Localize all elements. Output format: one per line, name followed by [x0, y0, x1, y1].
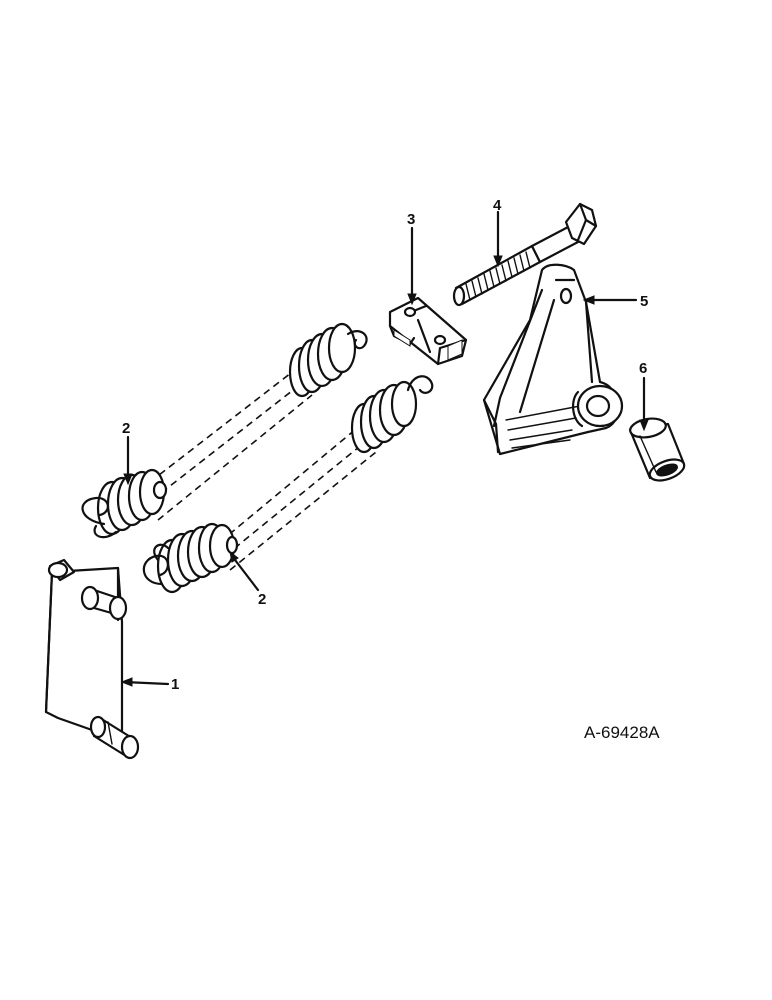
callout-1: 1	[171, 676, 179, 693]
reference-number: A-69428A	[584, 723, 660, 742]
part-2-spring-upper	[81, 322, 368, 539]
callout-6: 6	[639, 360, 647, 377]
callout-2-upper: 2	[122, 420, 130, 437]
callout-5: 5	[640, 293, 648, 310]
callout-2-lower: 2	[258, 591, 266, 608]
callout-4: 4	[493, 197, 502, 214]
part-4-bolt	[452, 202, 598, 307]
leader-lines	[120, 210, 649, 687]
part-6-bushing	[628, 417, 686, 482]
part-2-spring-lower	[142, 375, 434, 594]
part-5-bracket	[482, 263, 624, 456]
part-1-lever-arm	[44, 558, 140, 760]
part-3-clamp	[388, 296, 468, 366]
callout-3: 3	[407, 211, 415, 228]
